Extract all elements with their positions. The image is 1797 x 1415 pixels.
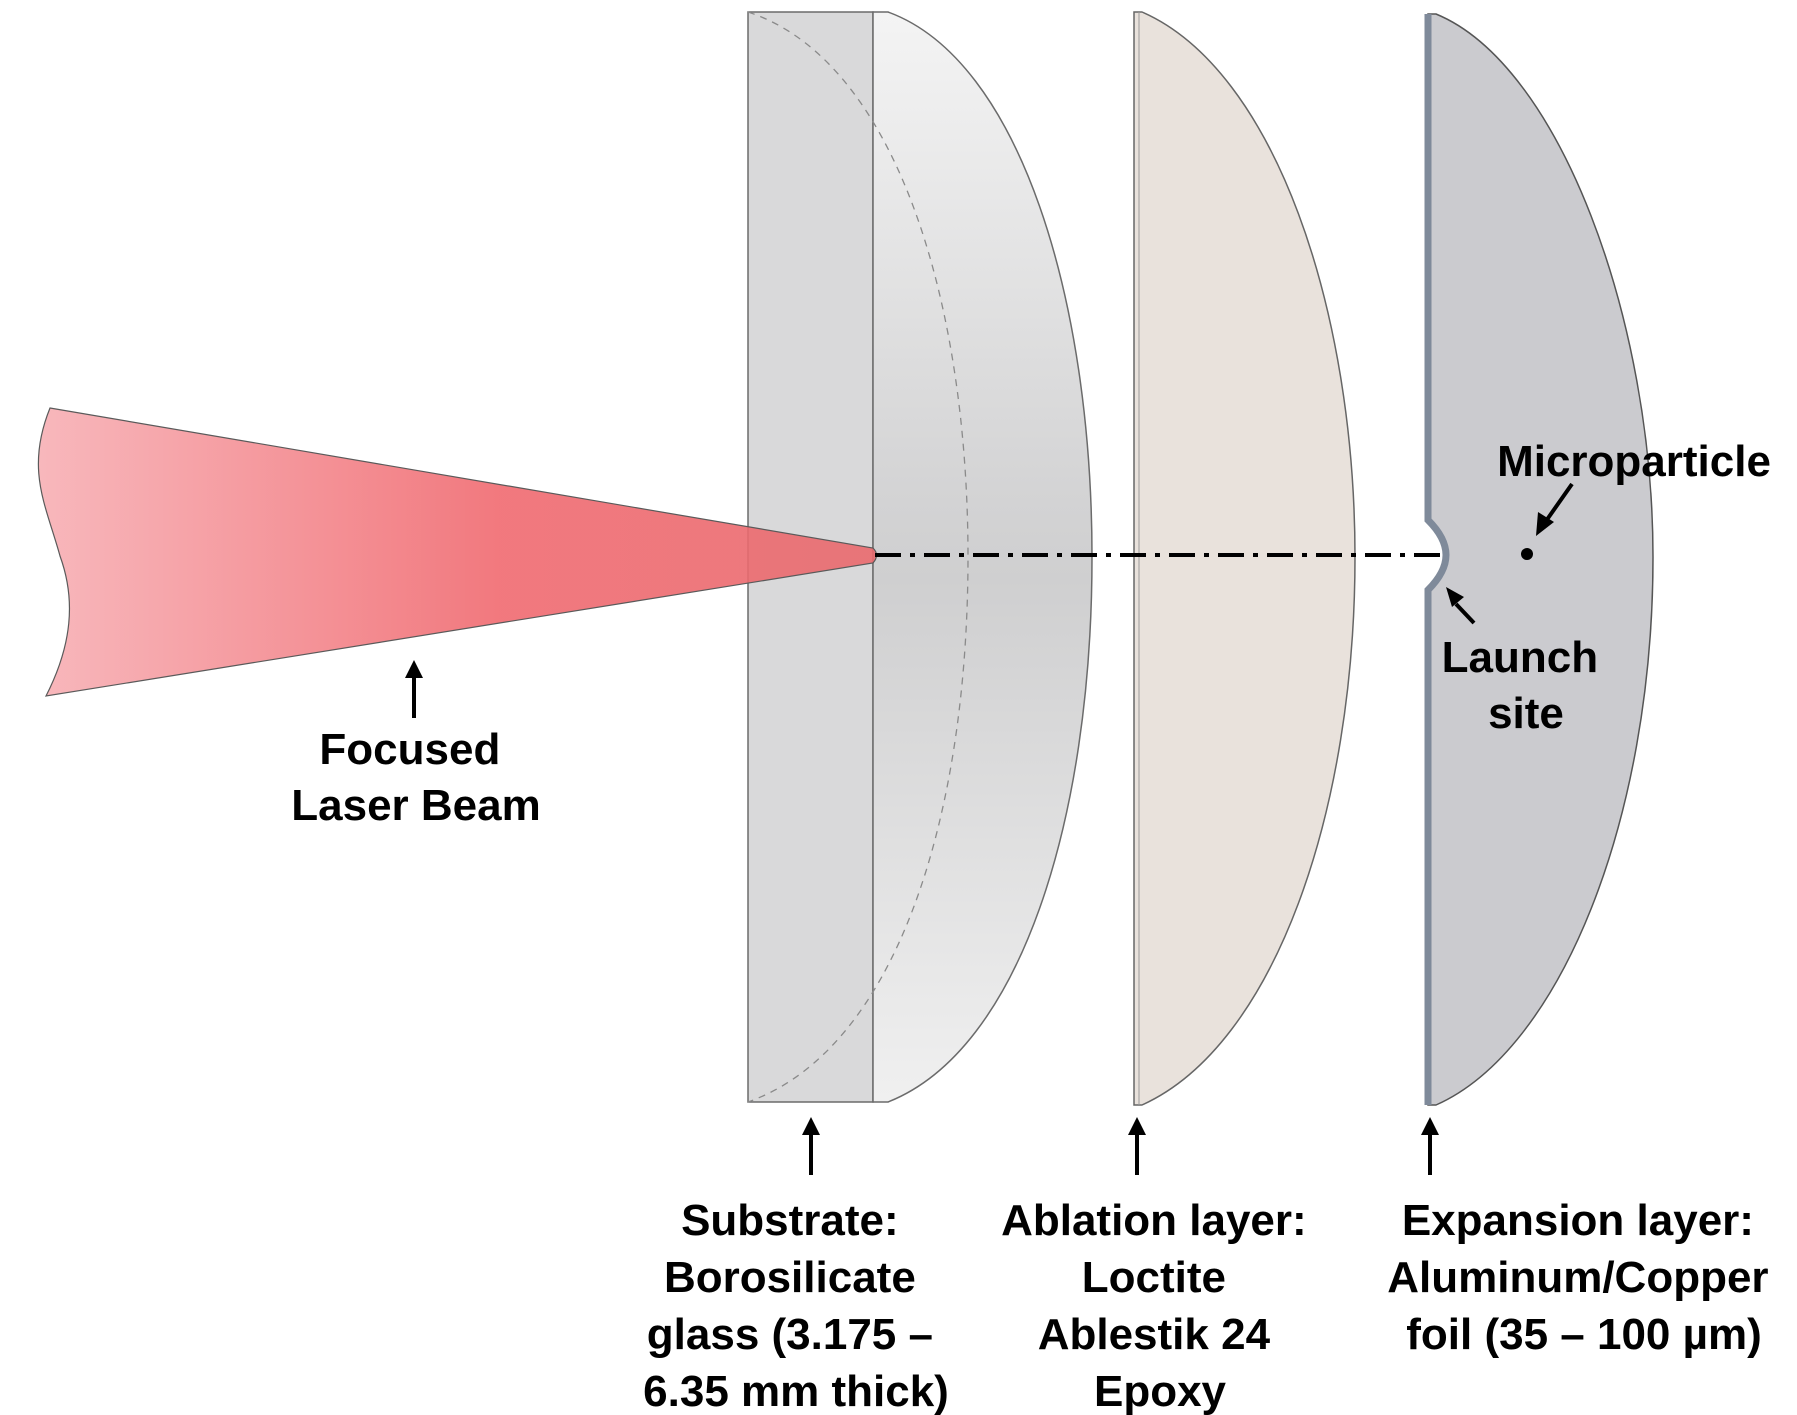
substrate-arrow: [802, 1117, 820, 1175]
expansion-arrow: [1421, 1117, 1439, 1175]
expansion-layer: [1427, 13, 1654, 1106]
launch-site-label: Launch site: [1442, 633, 1611, 738]
ablation-arrow: [1128, 1117, 1146, 1175]
laser-beam: [37, 407, 878, 697]
substrate-hidden-edge: [747, 11, 969, 1103]
expansion-label: Expansion layer: Aluminum/Copper foil (3…: [1387, 1196, 1781, 1359]
ablation-label: Ablation layer: Loctite Ablestik 24 Epox…: [1001, 1196, 1319, 1415]
laser-label: Focused Laser Beam: [291, 725, 540, 830]
ablation-layer: [1133, 11, 1356, 1106]
microparticle-label: Microparticle: [1497, 437, 1771, 486]
expansion-foil-edge: [1424, 14, 1450, 1105]
microparticle-arrow: [1536, 482, 1574, 536]
laser-arrow: [405, 660, 423, 718]
launch-site-arrow: [1446, 587, 1476, 625]
microparticle-dot: [1521, 548, 1533, 560]
substrate-label: Substrate: Borosilicate glass (3.175 – 6…: [643, 1196, 949, 1415]
